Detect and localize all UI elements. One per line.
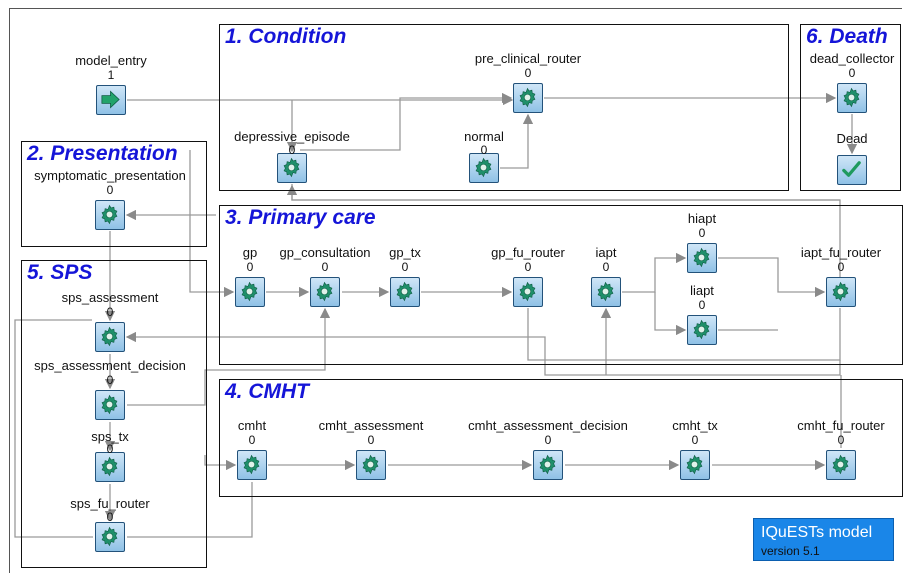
node-label-model-entry: model_entry (75, 53, 147, 68)
node-label-gp-tx: gp_tx (389, 245, 421, 260)
node-count-depressive-episode: 0 (288, 143, 296, 157)
node-dead-collector[interactable] (837, 83, 867, 113)
node-label-sps-tx: sps_tx (91, 429, 129, 444)
node-sps-tx[interactable] (95, 452, 125, 482)
node-label-dead-collector: dead_collector (809, 51, 895, 66)
node-label-pre-clinical-router: pre_clinical_router (474, 51, 582, 66)
node-count-iapt-fu-router: 0 (837, 260, 845, 274)
section-cmht-title: 4. CMHT (225, 380, 309, 403)
link-normal-to-router (500, 113, 534, 169)
node-label-cmht-tx: cmht_tx (672, 418, 718, 433)
section-condition-title: 1. Condition (225, 25, 347, 48)
node-label-gp: gp (242, 245, 258, 260)
node-count-cmht: 0 (248, 433, 256, 447)
link-hiapt-to-fu (718, 257, 826, 298)
node-gp-tx[interactable] (390, 277, 420, 307)
model-badge-title: IQuESTs model (761, 524, 873, 541)
node-label-cmht: cmht (237, 418, 267, 433)
node-count-pre-clinical-router: 0 (524, 66, 532, 80)
link-sps-fu-to-cmht (204, 455, 237, 471)
node-count-cmht-fu-router: 0 (837, 433, 845, 447)
node-iapt[interactable] (591, 277, 621, 307)
node-label-liapt: liapt (690, 283, 714, 298)
model-badge-version: version 5.1 (761, 544, 820, 558)
node-label-gp-consultation: gp_consultation (279, 245, 371, 260)
node-label-symptomatic-presentation: symptomatic_presentation (34, 168, 186, 183)
node-count-gp: 0 (246, 260, 254, 274)
node-count-cmht-assessment-decision: 0 (544, 433, 552, 447)
node-sps-fu-router[interactable] (95, 522, 125, 552)
node-cmht-assessment[interactable] (356, 450, 386, 480)
node-iapt-fu-router[interactable] (826, 277, 856, 307)
node-gp[interactable] (235, 277, 265, 307)
node-gp-fu-router[interactable] (513, 277, 543, 307)
section-death: 6. Death (800, 24, 901, 191)
node-label-iapt: iapt (595, 245, 617, 260)
node-label-hiapt: hiapt (687, 211, 717, 226)
node-count-sps-tx: 0 (106, 442, 114, 456)
node-count-cmht-assessment: 0 (367, 433, 375, 447)
node-sps-assessment[interactable] (95, 322, 125, 352)
node-count-symptomatic-presentation: 0 (106, 183, 114, 197)
node-count-hiapt: 0 (698, 226, 706, 240)
link-gp-fu-down (527, 308, 841, 361)
node-dead[interactable] (837, 155, 867, 185)
node-cmht[interactable] (237, 450, 267, 480)
link-iapt-to-hiapt (622, 252, 687, 293)
node-count-dead-collector: 0 (848, 66, 856, 80)
link-cmht-to-sps-fu (127, 482, 253, 538)
node-label-depressive-episode: depressive_episode (234, 129, 350, 144)
node-gp-consultation[interactable] (310, 277, 340, 307)
node-sps-assessment-decision[interactable] (95, 390, 125, 420)
node-count-sps-assessment-decision: 0 (106, 373, 114, 387)
node-normal[interactable] (469, 153, 499, 183)
node-label-normal: normal (464, 129, 504, 144)
node-liapt[interactable] (687, 315, 717, 345)
node-label-sps-fu-router: sps_fu_router (70, 496, 150, 511)
node-model-entry[interactable] (96, 85, 126, 115)
node-count-gp-tx: 0 (401, 260, 409, 274)
node-label-cmht-assessment: cmht_assessment (318, 418, 424, 433)
node-label-iapt-fu-router: iapt_fu_router (800, 245, 882, 260)
outer-frame (9, 8, 902, 573)
node-hiapt[interactable] (687, 243, 717, 273)
link-iapt-to-liapt (654, 292, 687, 336)
section-presentation: 2. Presentation (21, 141, 207, 247)
node-cmht-fu-router[interactable] (826, 450, 856, 480)
section-primary-care-title: 3. Primary care (225, 206, 376, 229)
link-sps-fu-loop (14, 319, 93, 538)
section-condition: 1. Condition (219, 24, 789, 191)
node-label-cmht-assessment-decision: cmht_assessment_decision (468, 418, 628, 433)
node-count-iapt: 0 (602, 260, 610, 274)
link-decision-to-cmht (127, 360, 326, 406)
node-depressive-episode[interactable] (277, 153, 307, 183)
node-label-gp-fu-router: gp_fu_router (491, 245, 565, 260)
node-count-gp-consultation: 0 (321, 260, 329, 274)
node-label-dead: Dead (836, 131, 868, 146)
node-label-cmht-fu-router: cmht_fu_router (797, 418, 885, 433)
section-presentation-title: 2. Presentation (27, 142, 178, 165)
node-count-liapt: 0 (698, 298, 706, 312)
node-count-model-entry: 1 (107, 68, 115, 82)
node-count-normal: 0 (480, 143, 488, 157)
node-count-sps-assessment: 0 (106, 305, 114, 319)
node-label-sps-assessment-decision: sps_assessment_decision (34, 358, 186, 373)
section-sps: 5. SPS (21, 260, 207, 568)
node-symptomatic-presentation[interactable] (95, 200, 125, 230)
node-cmht-tx[interactable] (680, 450, 710, 480)
section-death-title: 6. Death (806, 25, 888, 48)
link-depressive-to-router (300, 92, 513, 151)
node-count-gp-fu-router: 0 (524, 260, 532, 274)
node-count-cmht-tx: 0 (691, 433, 699, 447)
node-label-sps-assessment: sps_assessment (61, 290, 159, 305)
model-badge: IQuESTs model version 5.1 (753, 518, 894, 561)
section-sps-title: 5. SPS (27, 261, 93, 284)
node-pre-clinical-router[interactable] (513, 83, 543, 113)
node-count-sps-fu-router: 0 (106, 510, 114, 524)
link-back-to-sps (125, 331, 841, 376)
link-presentation-to-gp (189, 150, 235, 298)
node-cmht-assessment-decision[interactable] (533, 450, 563, 480)
